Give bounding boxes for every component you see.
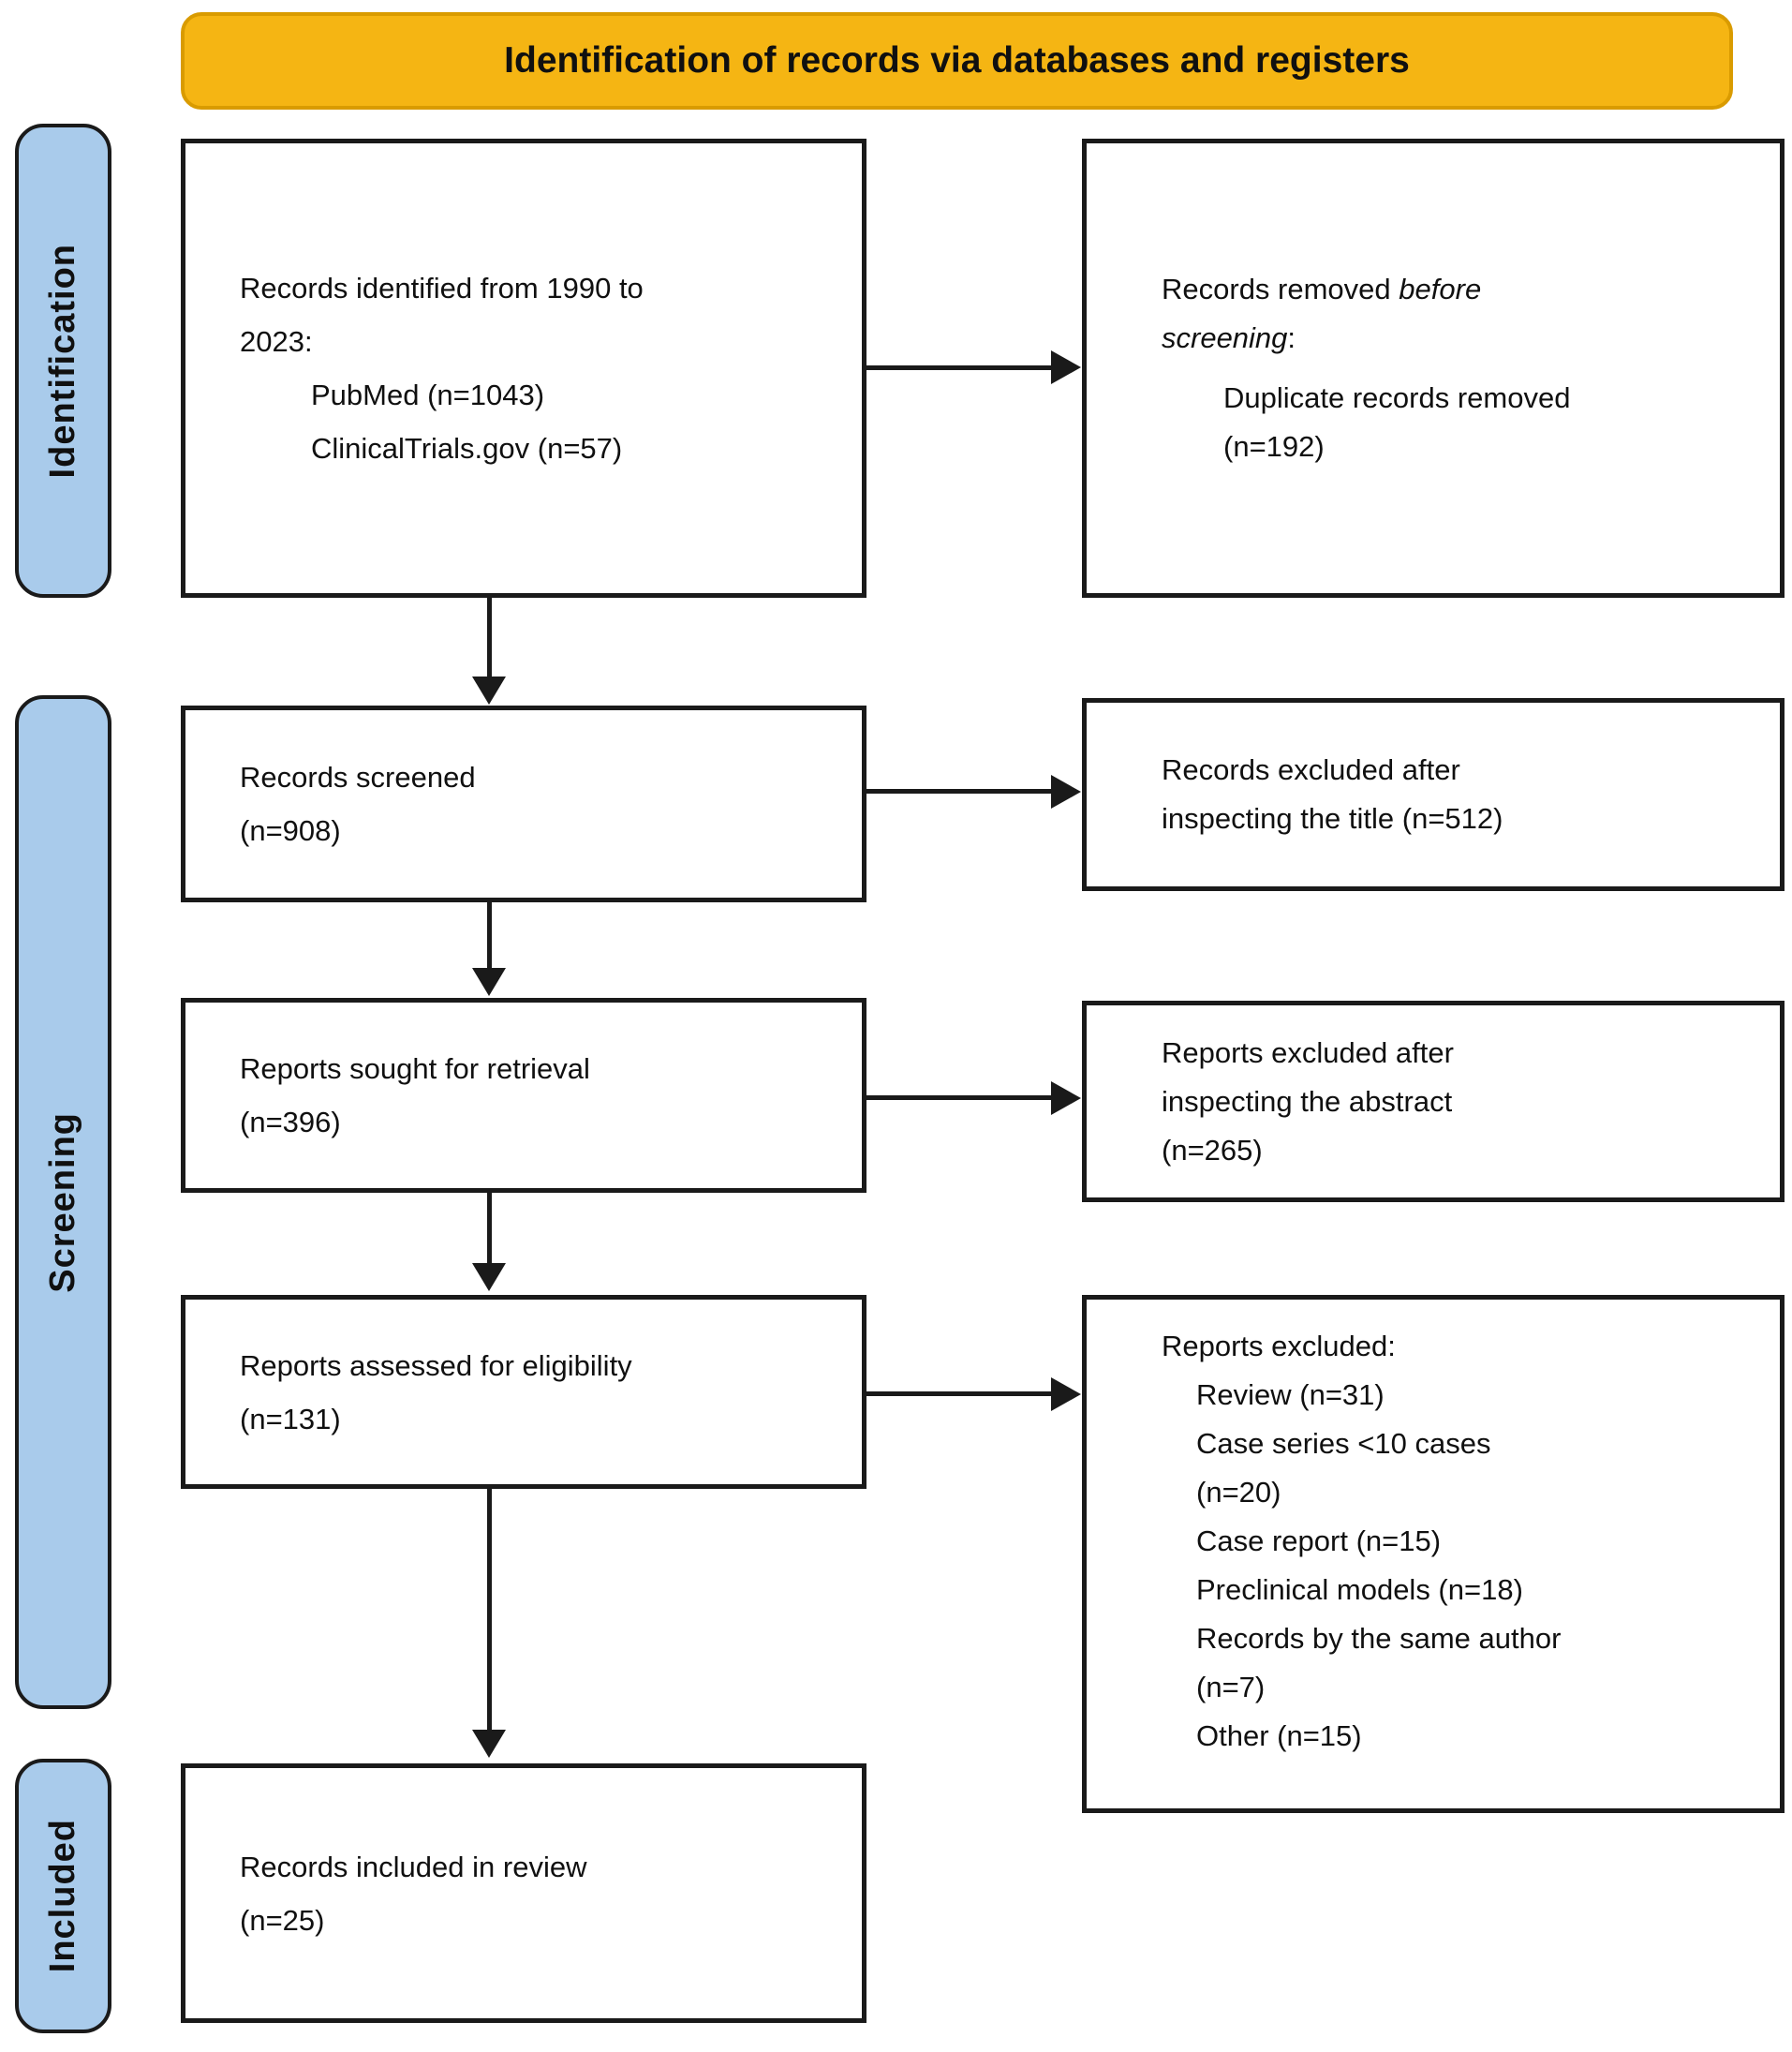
arrow-right-head-4 xyxy=(1051,1377,1081,1411)
excluded-reason: Review (n=31) xyxy=(1196,1378,1385,1411)
arrow-down-head-4 xyxy=(472,1730,506,1758)
flow-box-records-excluded-title: Records excluded after inspecting the ti… xyxy=(1082,698,1785,891)
box-count: (n=131) xyxy=(240,1402,341,1435)
arrow-right-line-2 xyxy=(866,789,1051,794)
flow-box-reports-sought: Reports sought for retrieval (n=396) xyxy=(181,998,866,1193)
flow-box-records-screened: Records screened (n=908) xyxy=(181,706,866,902)
arrow-down-head-2 xyxy=(472,968,506,996)
box-line: Records identified from 1990 to xyxy=(240,272,644,305)
flow-box-records-included: Records included in review (n=25) xyxy=(181,1763,866,2023)
stage-label-screening: Screening xyxy=(43,1111,82,1293)
box-line-source-clinicaltrials: ClinicalTrials.gov (n=57) xyxy=(311,432,623,465)
arrow-down-line-3 xyxy=(487,1193,492,1265)
arrow-down-head-3 xyxy=(472,1263,506,1291)
flow-box-reports-excluded-abstract: Reports excluded after inspecting the ab… xyxy=(1082,1001,1785,1202)
flow-box-reports-excluded-reasons: Reports excluded: Review (n=31) Case ser… xyxy=(1082,1295,1785,1813)
flow-box-reports-assessed: Reports assessed for eligibility (n=131) xyxy=(181,1295,866,1489)
box-line-source-pubmed: PubMed (n=1043) xyxy=(311,379,545,411)
stage-label-identification: Identification xyxy=(43,243,82,479)
banner-title: Identification of records via databases … xyxy=(504,40,1410,81)
box-count: (n=25) xyxy=(240,1903,325,1937)
box-count: (n=192) xyxy=(1223,430,1325,463)
box-line: Reports sought for retrieval xyxy=(240,1052,590,1085)
box-line: Reports excluded: xyxy=(1162,1330,1396,1362)
arrow-right-head-1 xyxy=(1051,350,1081,384)
box-line: Reports assessed for eligibility xyxy=(240,1348,632,1382)
box-line: inspecting the abstract xyxy=(1162,1084,1453,1118)
box-line: inspecting the title (n=512) xyxy=(1162,802,1503,835)
excluded-reason: Case series <10 cases xyxy=(1196,1427,1491,1460)
box-line: screening: xyxy=(1162,321,1296,354)
arrow-right-head-2 xyxy=(1051,775,1081,809)
italic-text: screening xyxy=(1162,321,1288,354)
excluded-reason: (n=20) xyxy=(1196,1476,1281,1509)
arrow-right-line-4 xyxy=(866,1391,1051,1396)
arrow-down-line-1 xyxy=(487,598,492,678)
box-count: (n=265) xyxy=(1162,1133,1263,1167)
arrow-right-head-3 xyxy=(1051,1081,1081,1115)
box-line: Reports excluded after xyxy=(1162,1035,1454,1069)
excluded-reason: Records by the same author xyxy=(1196,1622,1562,1655)
box-line: Records removed before xyxy=(1162,273,1482,305)
box-line: Records screened xyxy=(240,761,476,794)
stage-bar-identification: Identification xyxy=(15,124,111,598)
banner: Identification of records via databases … xyxy=(181,12,1733,110)
arrow-right-line-3 xyxy=(866,1095,1051,1100)
excluded-reason: Case report (n=15) xyxy=(1196,1524,1442,1557)
excluded-reason: Preclinical models (n=18) xyxy=(1196,1573,1523,1606)
arrow-down-head-1 xyxy=(472,677,506,705)
italic-text: before xyxy=(1399,273,1482,305)
box-line: 2023: xyxy=(240,325,313,358)
excluded-reason: (n=7) xyxy=(1196,1671,1266,1703)
arrow-down-line-4 xyxy=(487,1489,492,1732)
flow-box-records-removed-before-screening: Records removed before screening: Duplic… xyxy=(1082,139,1785,598)
box-line: Records included in review xyxy=(240,1850,587,1883)
box-line: Duplicate records removed xyxy=(1223,381,1571,414)
flow-box-records-identified: Records identified from 1990 to 2023: Pu… xyxy=(181,139,866,598)
stage-label-included: Included xyxy=(43,1819,82,1973)
arrow-right-line-1 xyxy=(866,365,1051,370)
arrow-down-line-2 xyxy=(487,902,492,970)
box-count: (n=396) xyxy=(240,1106,341,1138)
excluded-reason: Other (n=15) xyxy=(1196,1719,1362,1752)
box-line: Records excluded after xyxy=(1162,753,1460,786)
stage-bar-included: Included xyxy=(15,1759,111,2033)
stage-bar-screening: Screening xyxy=(15,695,111,1709)
box-count: (n=908) xyxy=(240,814,341,847)
